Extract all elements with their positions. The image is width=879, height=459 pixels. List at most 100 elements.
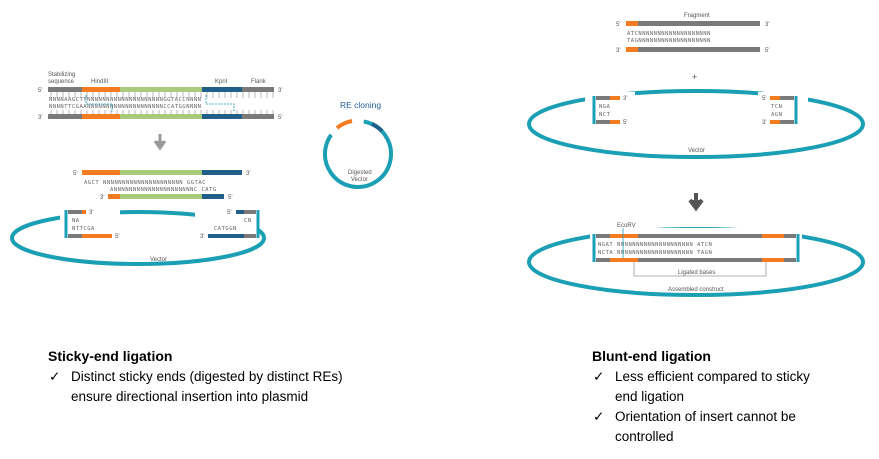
- blunt-left-top-orange: [610, 96, 620, 100]
- blunt-left-top-gray: [596, 96, 610, 100]
- vector-right-seq-top: CN: [244, 218, 252, 224]
- checkmark-icon: ✓: [593, 409, 605, 424]
- sticky-vector-label: Vector: [150, 257, 167, 263]
- blunt-right-five-prime: 5': [762, 96, 766, 102]
- sticky-caption: Sticky-end ligation ✓Distinct sticky end…: [48, 348, 343, 407]
- vector-left-seq-bottom: NTTCGA: [72, 226, 95, 232]
- sequence-bottom: NNNNTTCGAANNNNNNNNNNNNNNNNNNNNCCATGGNNNN: [49, 104, 201, 110]
- strand-top-navy: [202, 87, 242, 92]
- re-cloning-title: RE cloning: [340, 100, 381, 110]
- hindiii-cut-marker: [85, 95, 113, 112]
- blunt-frag-three-prime: 3': [765, 22, 769, 28]
- sticky-caption-list: ✓Distinct sticky ends (digested by disti…: [48, 367, 343, 407]
- blunt-frag-seq-top: ATCNNNNNNNNNNNNNNNNNNN: [627, 31, 711, 37]
- stabilizing-label-1: Stabilizing: [48, 72, 75, 78]
- sticky-end-panel: Stabilizing sequence HindIII KpnI Flank …: [10, 72, 282, 266]
- three-prime-top: 3': [278, 88, 282, 94]
- asm-top-gray-mid: [638, 234, 762, 238]
- frag-bottom-orange: [108, 194, 120, 199]
- blunt-frag-five-prime-bottom: 5': [765, 48, 769, 54]
- blunt-caption-title: Blunt-end ligation: [592, 348, 711, 364]
- strand-bottom-green: [120, 114, 202, 119]
- kpni-cut-marker: [205, 95, 235, 112]
- sequence-top: NNNNAAGCTTNNNNNNNNNNNNNNNNNNNNGGTACCNNNN: [49, 97, 201, 103]
- vector-right-seq-bottom: CATGGN: [214, 226, 237, 232]
- frag-top-navy: [202, 170, 242, 175]
- frag-top-orange: [82, 170, 120, 175]
- fragment-label: Fragment: [684, 13, 710, 19]
- asm-top-orange-left: [610, 234, 638, 238]
- blunt-frag-top-gray: [638, 21, 760, 26]
- strand-bottom-gray-left: [48, 114, 82, 119]
- asm-bottom-gray-left: [596, 258, 610, 262]
- blunt-down-arrow-icon: [688, 193, 704, 212]
- blunt-vector-label: Vector: [688, 148, 705, 154]
- sticky-caption-title: Sticky-end ligation: [48, 348, 173, 364]
- blunt-frag-bottom-gray: [638, 47, 760, 52]
- vector-right-three-prime: 3': [200, 234, 204, 240]
- digested-label-2: Vector: [351, 177, 368, 183]
- re-orange-end: [335, 119, 353, 130]
- blunt-end-panel: Fragment 5' 3' ATCNNNNNNNNNNNNNNNNNNN TA…: [527, 13, 865, 297]
- blunt-frag-three-prime-bottom: 3': [616, 48, 620, 54]
- asm-top-orange-right: [762, 234, 784, 238]
- strand-bottom-navy: [202, 114, 242, 119]
- asm-top-gray-right: [784, 234, 796, 238]
- vector-left-three-prime: 3': [89, 210, 93, 216]
- strand-top-gray-right: [242, 87, 274, 92]
- blunt-frag-top-orange: [626, 21, 638, 26]
- strand-bottom-orange: [82, 114, 120, 119]
- frag-five-prime: 5': [73, 171, 77, 177]
- blunt-caption-list: ✓Less efficient compared to sticky end l…: [592, 367, 810, 447]
- blunt-vector-plasmid: [527, 89, 865, 159]
- frag-five-prime-bottom: 5': [228, 195, 232, 201]
- blunt-right-seq-top: TCN: [771, 104, 782, 110]
- checkmark-icon: ✓: [49, 369, 61, 384]
- blunt-caption-item-1: ✓Less efficient compared to sticky end l…: [593, 369, 810, 404]
- asm-bottom-gray-mid: [638, 258, 762, 262]
- blunt-caption-item-2: ✓Orientation of insert cannot be control…: [593, 409, 796, 444]
- asm-bottom-orange-left: [610, 258, 638, 262]
- vector-left-top-orange: [82, 210, 86, 214]
- sticky-vector-plasmid: [10, 210, 266, 266]
- ligated-bases-label: Ligated bases: [678, 270, 715, 276]
- frag-bottom-navy: [202, 194, 224, 199]
- asm-bottom-orange-right: [762, 258, 784, 262]
- strand-top-gray-left: [48, 87, 82, 92]
- five-prime-bottom: 5': [278, 115, 282, 121]
- digested-label-1: Digested: [348, 170, 372, 176]
- blunt-left-bottom-orange: [610, 120, 620, 124]
- blunt-right-bottom-orange: [770, 120, 780, 124]
- hindiii-label: HindIII: [91, 79, 109, 85]
- frag-three-prime: 3': [246, 171, 250, 177]
- vector-left-bottom-gray: [68, 234, 82, 238]
- kpni-label: KpnI: [215, 79, 228, 85]
- ligated-bases-bracket: [633, 262, 767, 277]
- flank-label: Flank: [251, 79, 267, 85]
- blunt-left-seq-bottom: NCT: [599, 112, 611, 118]
- frag-three-prime-bottom: 3': [100, 195, 104, 201]
- strand-bottom-gray-right: [242, 114, 274, 119]
- frag-top-green: [120, 170, 202, 175]
- vector-right-bottom-gray: [244, 234, 256, 238]
- blunt-right-bottom-gray: [780, 120, 794, 124]
- stabilizing-label-2: sequence: [48, 79, 75, 85]
- assembled-construct-label: Assembled construct: [668, 287, 724, 293]
- strand-top-green: [120, 87, 202, 92]
- blunt-left-five-prime: 5': [623, 120, 627, 126]
- sticky-caption-item: ✓Distinct sticky ends (digested by disti…: [49, 369, 343, 404]
- blunt-right-top-gray: [780, 96, 794, 100]
- asm-seq-bottom: NCTA NNNNNNNNNNNNNNNNNNNN TAGN: [598, 250, 712, 256]
- frag-bottom-green: [120, 194, 202, 199]
- cloning-diagram: Stabilizing sequence HindIII KpnI Flank …: [10, 13, 865, 297]
- checkmark-icon: ✓: [593, 369, 605, 384]
- three-prime-bottom: 3': [38, 115, 42, 121]
- vector-right-five-prime: 5': [227, 210, 231, 216]
- strand-top-orange: [82, 87, 120, 92]
- down-arrow-icon: [153, 134, 167, 151]
- re-navy-end: [371, 122, 384, 133]
- blunt-frag-seq-bottom: TAGNNNNNNNNNNNNNNNNNNN: [627, 38, 711, 44]
- base-ticks-top: [50, 92, 274, 98]
- blunt-left-three-prime: 3': [623, 96, 627, 102]
- asm-top-gray-left: [596, 234, 610, 238]
